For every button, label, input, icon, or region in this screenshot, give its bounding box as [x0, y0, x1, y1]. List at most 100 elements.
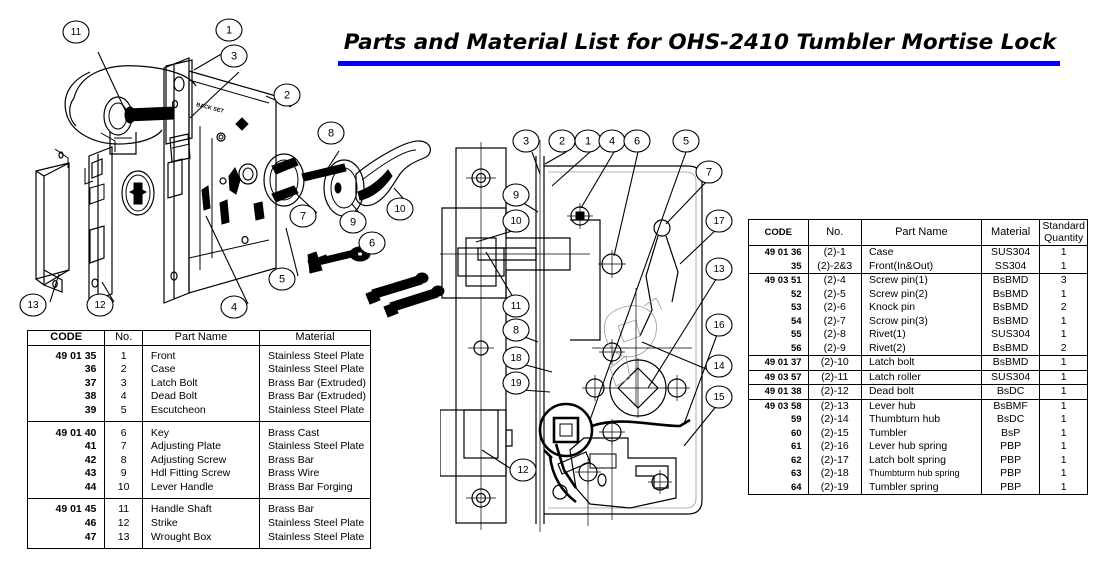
cell-material: BsDC	[981, 413, 1041, 427]
column-header-material: Material	[981, 219, 1041, 246]
case-subassembly-parts-table: CODE No. Part Name Material Standard Qua…	[748, 219, 1088, 495]
cell-no: (2)-16	[808, 440, 862, 454]
column-header-partname: Part Name	[861, 219, 982, 246]
table-header-row: CODE No. Part Name Material	[27, 330, 371, 345]
cell-part-name: Tumbler	[861, 426, 982, 440]
cell-code: 39	[27, 403, 106, 422]
assembly-view-diagram	[440, 120, 750, 540]
cell-part-name: Latch Bolt	[142, 376, 260, 391]
cell-material: Brass Wire	[267, 467, 320, 480]
cell-material: PBP	[981, 453, 1041, 467]
exploded-leader-lines	[49, 45, 411, 305]
part-strike-block	[440, 409, 513, 477]
cell-material: BsP	[981, 426, 1041, 440]
cell-material: BsBMF	[981, 398, 1041, 413]
cell-part-name: Rivet(2)	[861, 341, 982, 356]
cell-material: PBP	[981, 440, 1041, 454]
cell-part-name: Scrow pin(3)	[861, 314, 982, 328]
cell-part-name: Latch roller	[861, 369, 982, 385]
part-lever-rose	[323, 159, 365, 217]
cell-code: 47	[27, 530, 106, 549]
cell-no: 4	[104, 390, 143, 404]
column-header-no: No.	[808, 219, 862, 246]
cell-quantity: 1	[1060, 440, 1067, 452]
cell-quantity: 2	[1060, 341, 1067, 354]
cell-no: (2)-12	[808, 384, 862, 399]
cell-part-name: Front	[142, 345, 260, 364]
column-header-code: CODE	[27, 330, 106, 345]
cell-no: 8	[104, 453, 143, 468]
cell-material: BsBMD	[981, 355, 1041, 370]
cell-code: 42	[27, 453, 106, 468]
part-strike-plate	[84, 132, 116, 303]
cell-material: Brass Bar	[267, 453, 315, 466]
assembly-leader-lines	[475, 151, 719, 477]
cell-no: 10	[104, 480, 143, 499]
cell-material: SUS304	[981, 328, 1041, 342]
part-lever-handle	[355, 140, 431, 207]
cell-no: 13	[104, 530, 143, 549]
part-latch-bolt	[569, 437, 677, 509]
cell-no: 12	[104, 517, 143, 531]
cell-no: (2)-11	[808, 369, 862, 385]
cell-no: 11	[104, 498, 143, 518]
cell-material: Stainless Steel Plate	[267, 403, 365, 416]
cell-part-name: Thumbturm hub spring	[861, 467, 982, 481]
part-latch-linkage	[548, 418, 691, 504]
cell-code: 64	[748, 480, 809, 495]
cell-no: 7	[104, 440, 143, 454]
part-wrought-box	[35, 148, 70, 293]
cell-code: 59	[748, 413, 809, 427]
cell-no: (2)-8	[808, 328, 862, 342]
cell-no: (2)-17	[808, 453, 862, 467]
page-title: Parts and Material List for OHS-2410 Tum…	[343, 30, 1057, 55]
part-key	[307, 246, 371, 274]
cell-part-name: Adjusting Screw	[142, 453, 260, 468]
left-table-header: CODE No. Part Name Material	[27, 330, 371, 345]
cell-no: 3	[104, 376, 143, 391]
cell-material: Stainless Steel Plate	[267, 440, 365, 453]
part-dead-bolt	[440, 207, 601, 341]
cell-material: PBP	[981, 480, 1041, 495]
cell-quantity: 1	[1060, 328, 1067, 340]
part-case-outline	[535, 140, 703, 532]
right-table-header: CODE No. Part Name Material Standard Qua…	[748, 219, 1088, 246]
cell-code: 49 03 57	[748, 369, 809, 385]
cell-code: 49 01 38	[748, 384, 809, 399]
cell-no: 5	[104, 403, 143, 422]
column-header-code: CODE	[748, 219, 809, 246]
cell-material: SUS304	[981, 245, 1041, 260]
cell-part-name: Lever hub	[861, 398, 982, 413]
cell-part-name: Case	[861, 245, 982, 260]
cell-no: 9	[104, 467, 143, 481]
cell-part-name: Front(In&Out)	[861, 259, 982, 274]
cell-no: (2)-19	[808, 480, 862, 495]
cell-material: BsBMD	[981, 301, 1041, 315]
page-title-block: Parts and Material List for OHS-2410 Tum…	[330, 28, 1070, 74]
cell-no: (2)-4	[808, 273, 862, 288]
cell-material: Brass Bar (Extruded)	[267, 376, 366, 389]
cell-part-name: Lever Handle	[142, 480, 260, 499]
cell-code: 56	[748, 341, 809, 356]
cell-code: 49 01 37	[748, 355, 809, 370]
cell-part-name: Latch bolt	[861, 355, 982, 370]
part-adjusting-plate	[263, 153, 305, 207]
cell-part-name: Case	[142, 363, 260, 377]
